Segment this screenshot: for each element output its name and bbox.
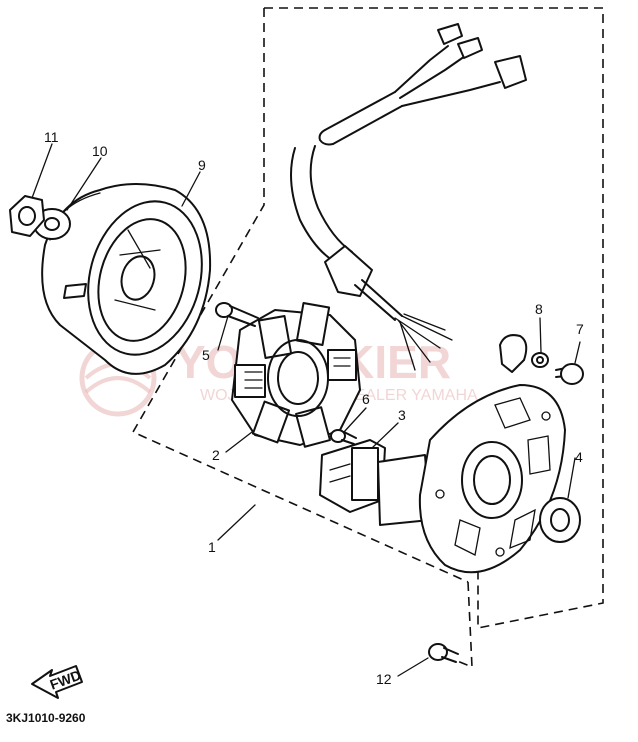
callout-7: 7 xyxy=(576,321,584,337)
diagram-code: 3KJ1010-9260 xyxy=(6,711,86,725)
callout-8: 8 xyxy=(535,301,543,317)
callout-3: 3 xyxy=(398,407,406,423)
nut xyxy=(9,195,45,237)
callout-4: 4 xyxy=(575,449,583,465)
callout-11: 11 xyxy=(44,129,59,145)
oil-seal xyxy=(539,497,581,543)
callout-1: 1 xyxy=(208,539,216,555)
assembly-12-guide xyxy=(454,581,473,669)
leader-lines xyxy=(31,143,581,677)
callout-9: 9 xyxy=(198,157,206,173)
assembly-boundary xyxy=(131,7,604,669)
callout-5: 5 xyxy=(202,347,210,363)
screw-6 xyxy=(330,429,357,445)
wire-harness xyxy=(290,23,527,371)
callouts: 1 2 3 4 5 6 7 8 9 10 11 12 xyxy=(44,129,584,687)
stator-coil xyxy=(231,302,361,448)
callout-12: 12 xyxy=(376,671,392,687)
callout-6: 6 xyxy=(362,391,370,407)
screw-5 xyxy=(215,302,259,327)
callout-2: 2 xyxy=(212,447,220,463)
screw-12 xyxy=(428,643,459,663)
assembly-1-outline xyxy=(131,7,604,629)
lock-washer-8 xyxy=(531,352,549,368)
callout-10: 10 xyxy=(92,143,108,159)
lead-clamp xyxy=(499,334,528,373)
pickup-coil xyxy=(319,439,431,526)
flywheel-rotor xyxy=(41,183,212,375)
screw-7 xyxy=(555,363,584,385)
stator-base-plate xyxy=(418,384,566,574)
fwd-arrow-icon: FWD xyxy=(31,665,83,699)
